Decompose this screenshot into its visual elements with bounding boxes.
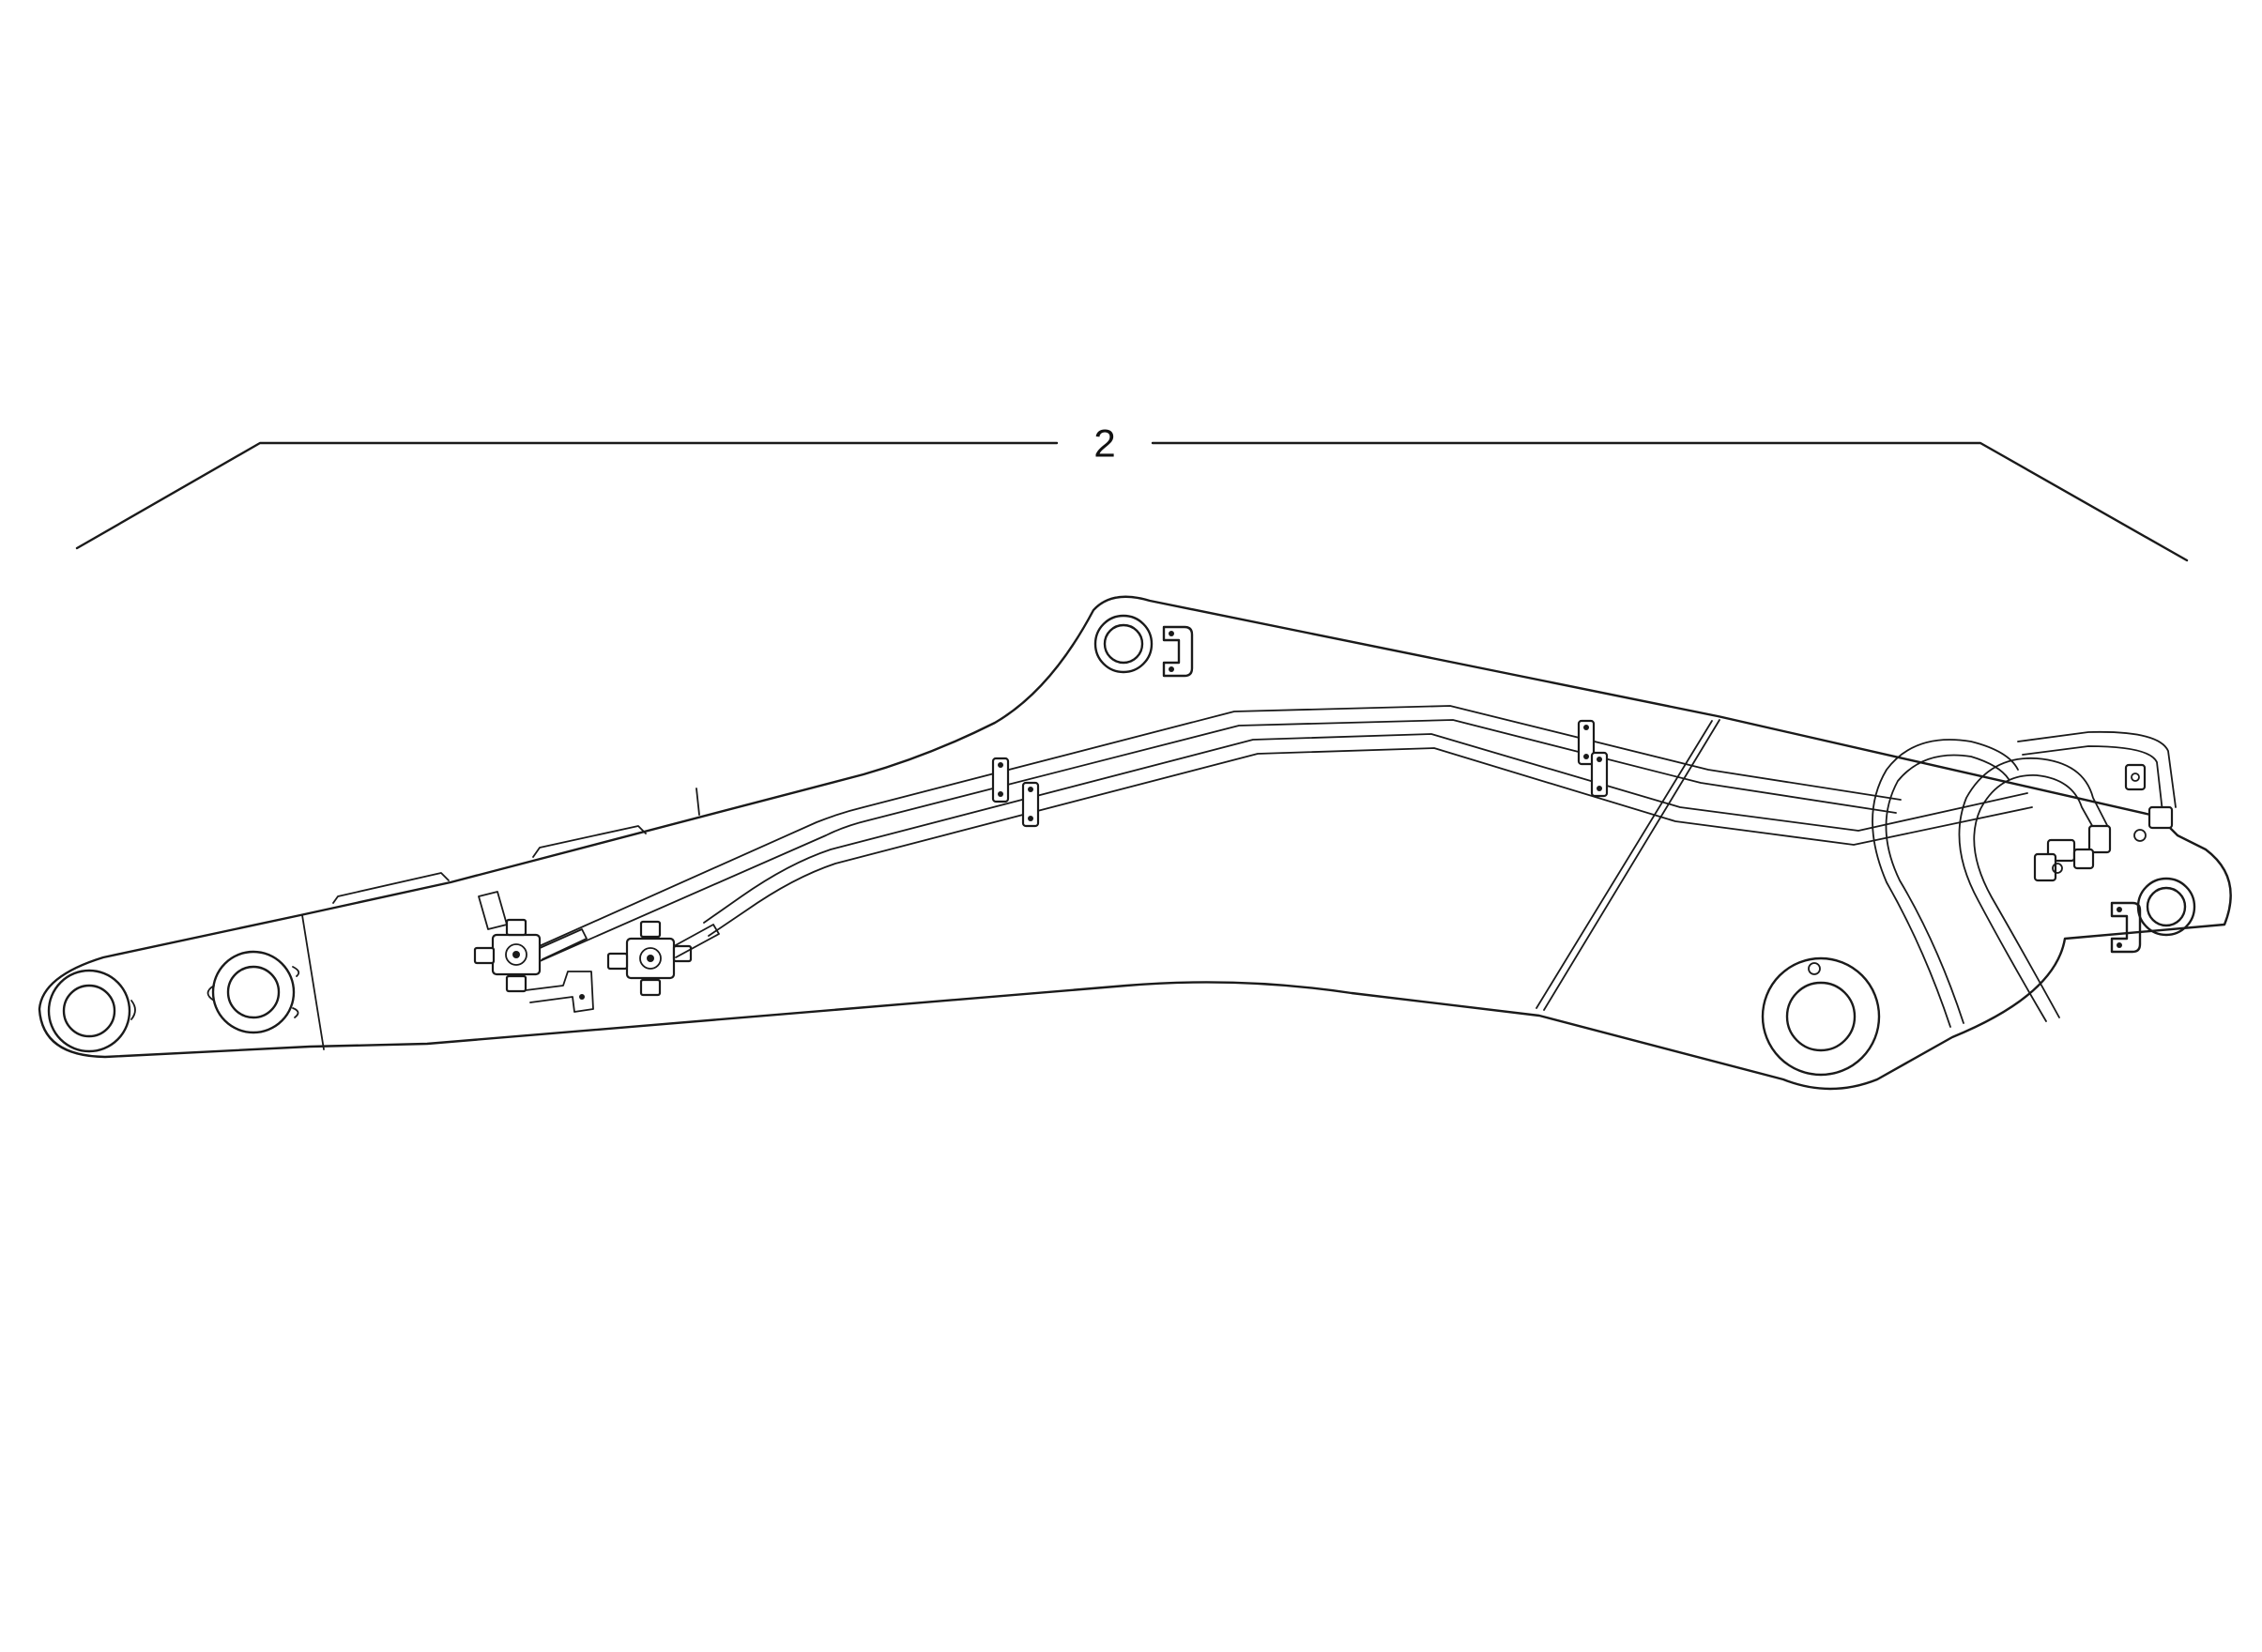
- valve-block-left: [473, 891, 594, 1013]
- foot-pin-boss-large: [1761, 956, 1881, 1077]
- bracket-right-arm: [1151, 441, 2189, 562]
- fitting-2: [2147, 805, 2174, 830]
- fitting-5: [2033, 852, 2057, 882]
- boom-outline: [38, 595, 2232, 1091]
- hose-loop-inner-b: [1973, 774, 2100, 1018]
- pipe-lower-b: [708, 747, 2033, 937]
- fitting-1: [2124, 763, 2147, 791]
- second-pin-boss: [206, 950, 300, 1034]
- weld-seam: [1543, 719, 1720, 1011]
- hose-top-a: [2017, 730, 2177, 808]
- hose-assembly: [1872, 730, 2177, 1028]
- pipe-upper-a: [534, 705, 1902, 949]
- pipe-upper-b: [539, 719, 1897, 962]
- hose-loop-outer-a: [1872, 739, 2019, 1028]
- tip-pin-boss: [47, 969, 136, 1053]
- boom-body: [38, 595, 2232, 1091]
- foot-pin-boss-right: [2136, 877, 2196, 937]
- pin-bosses: [47, 614, 2196, 1077]
- pipe-lower-a: [703, 733, 2028, 924]
- pipe-clamp-right: [1577, 719, 1609, 798]
- hose-loop-inner-a: [1958, 757, 2111, 1022]
- bracket-left-arm: [75, 441, 1059, 550]
- pipe-clamp-mid: [991, 757, 1040, 828]
- hose-top-b: [2022, 745, 2163, 813]
- top-plate-2: [532, 825, 647, 858]
- lifting-bracket-upper: [1162, 625, 1194, 678]
- hose-loop-outer-b: [1885, 754, 2010, 1024]
- upper-pin-boss: [1093, 614, 1154, 674]
- callout-number[interactable]: 2: [1093, 421, 1115, 466]
- pipe-clamps: [991, 719, 1609, 828]
- valve-block-right: [606, 920, 720, 997]
- fitting-6: [2072, 848, 2095, 870]
- hydraulic-lines: [534, 705, 2033, 962]
- callout-bracket: 2: [75, 421, 2189, 562]
- lifting-bracket-right: [2110, 901, 2142, 954]
- tip-joint-line: [301, 914, 325, 1050]
- valve-blocks: [473, 891, 720, 1013]
- top-plate-1: [332, 872, 450, 904]
- lifting-brackets: [1162, 625, 2142, 954]
- top-pin-stub: [695, 788, 700, 816]
- weld-seam-2: [1536, 720, 1713, 1009]
- fitting-3: [2087, 824, 2112, 854]
